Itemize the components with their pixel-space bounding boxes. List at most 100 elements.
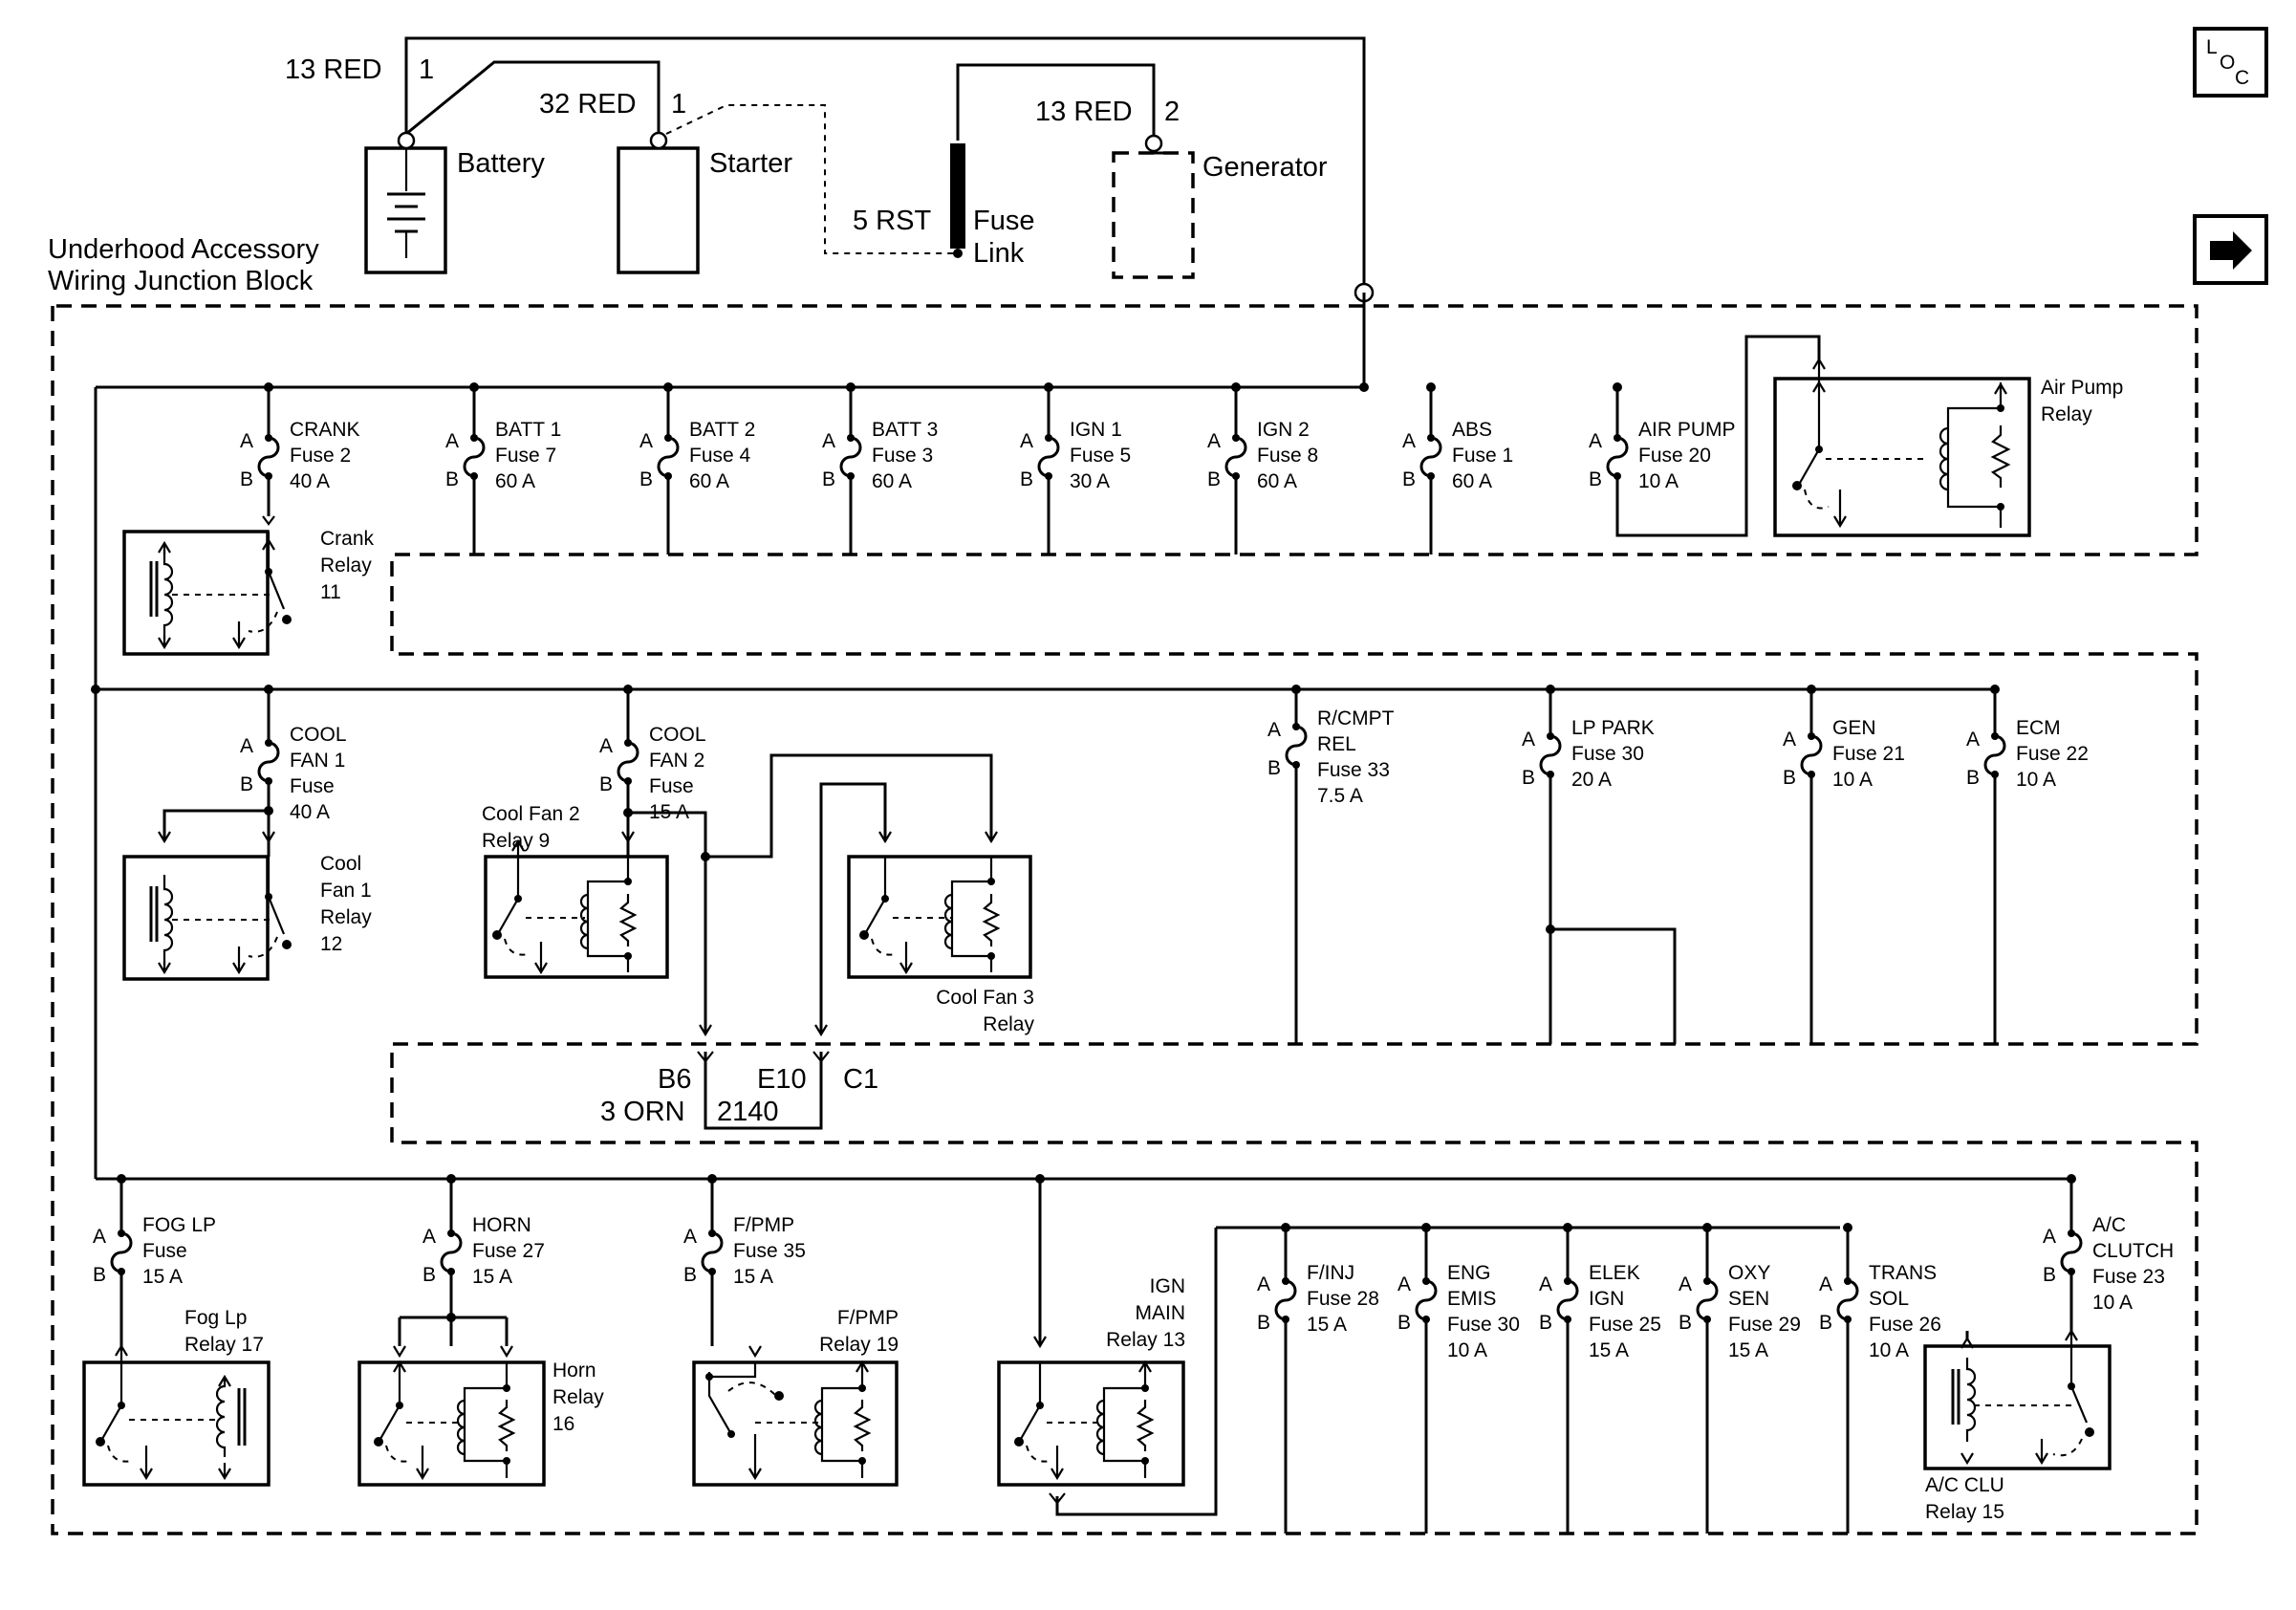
fuse-name-label: FAN 2	[649, 750, 704, 772]
fuse-rating-label: 10 A	[2016, 769, 2056, 791]
relay-label-fog_lp: Fog Lp	[184, 1307, 247, 1329]
connector-c1: B6 E10 C1 3 ORN 2140	[600, 1051, 878, 1130]
fuse-link-label-1: Fuse	[973, 206, 1034, 236]
fuse-number-label: Fuse 20	[1638, 445, 1711, 467]
fuse-pin-b-label: B	[1402, 468, 1416, 490]
fuse-number-label: Fuse 7	[495, 445, 556, 467]
fuse-name-label: COOL	[649, 724, 706, 746]
fuse-name-label: COOL	[290, 724, 347, 746]
fuse-name-label: R/CMPT	[1317, 707, 1395, 729]
fuse-link-body	[950, 143, 965, 249]
fuse-number-label: Fuse 30	[1447, 1314, 1520, 1336]
fuse-rating-label: 60 A	[495, 470, 535, 492]
fuse-pin-a-label: A	[599, 735, 613, 757]
fuse-pin-a-label: A	[1397, 1273, 1411, 1295]
fuse-number-label: Fuse 33	[1317, 759, 1390, 781]
fuse-name-label: IGN 1	[1070, 419, 1122, 441]
fuse-pin-b-label: B	[240, 773, 253, 795]
relay-label-cool_fan3: Cool Fan 3	[936, 987, 1034, 1009]
battery-feed-wire	[404, 36, 1366, 291]
fuse-number-label: Fuse 26	[1869, 1314, 1941, 1336]
fuse-pin-a-label: A	[1783, 729, 1796, 751]
fuse-name-label: SOL	[1869, 1288, 1909, 1310]
fuse-name-label: LP PARK	[1571, 717, 1655, 739]
horn-relay	[357, 1345, 546, 1487]
fuse-name-label: OXY	[1728, 1262, 1770, 1284]
fuse-pin-a-label: A	[240, 735, 253, 757]
loc-icon[interactable]: L O C	[2193, 27, 2268, 98]
fuse-rating-label: 40 A	[290, 801, 330, 823]
cool-fan1-relay	[122, 831, 292, 981]
fuse-pin-b-label: B	[683, 1264, 697, 1286]
fuse-pin-a-label: A	[1589, 430, 1602, 452]
starter-pin-label: 1	[671, 89, 686, 120]
fuse-name-label: F/PMP	[733, 1214, 794, 1236]
fuse-name-label: ABS	[1452, 419, 1492, 441]
fuse-rating-label: 40 A	[290, 470, 330, 492]
relay-label-cool_fan2: Cool Fan 2	[482, 803, 580, 825]
fuse-rating-label: 60 A	[1452, 470, 1492, 492]
row3-wiring	[398, 1174, 1218, 1516]
fuse-pin-a-label: A	[240, 430, 253, 452]
relay-label-air_pump: Air Pump	[2041, 377, 2123, 399]
fuse-name-label: HORN	[472, 1214, 531, 1236]
fpmp-relay	[692, 1345, 899, 1487]
fuse-pin-b-label: B	[1522, 767, 1535, 789]
next-page-arrow-icon[interactable]	[2193, 214, 2268, 285]
generator-box	[1112, 151, 1195, 279]
starter-terminal	[649, 131, 668, 150]
fuse-pin-b-label: B	[1589, 468, 1602, 490]
starter-label: Starter	[709, 148, 792, 179]
battery-wire-label: 13 RED	[285, 54, 382, 85]
fuse-number-label: Fuse 3	[872, 445, 933, 467]
fuse-rating-label: 15 A	[1589, 1339, 1629, 1361]
fuse-link-dashed-wire	[665, 104, 958, 254]
fuse-rating-label: 60 A	[872, 470, 912, 492]
fuse-pin-a-label: A	[93, 1226, 106, 1248]
fuse-name-label: TRANS	[1869, 1262, 1937, 1284]
fuse-rating-label: 15 A	[142, 1266, 183, 1288]
starter-box	[617, 146, 700, 274]
fuse-number-label: Fuse 23	[2092, 1266, 2165, 1288]
relay-label-cool_fan1: 12	[320, 933, 342, 955]
air-pump-relay	[1773, 357, 2031, 537]
fuse-pin-b-label: B	[1966, 767, 1980, 789]
generator-wire-label: 13 RED	[1035, 97, 1133, 127]
fuse-name-label: CRANK	[290, 419, 360, 441]
generator-label: Generator	[1202, 152, 1328, 183]
relay-label-ign_main: Relay 13	[1106, 1329, 1185, 1351]
starter-wire-label: 32 RED	[539, 89, 637, 120]
row2-wiring	[158, 753, 1677, 1044]
fuse-name-label: ECM	[2016, 717, 2061, 739]
fuse-rating-label: 7.5 A	[1317, 785, 1363, 807]
fuse-name-label: F/INJ	[1307, 1262, 1354, 1284]
fuse-pin-a-label: A	[1819, 1273, 1832, 1295]
fuse-pin-a-label: A	[639, 430, 653, 452]
fuse-number-label: Fuse 27	[472, 1240, 545, 1262]
fuse-rating-label: 15 A	[1728, 1339, 1768, 1361]
fuse-pin-a-label: A	[822, 430, 835, 452]
crank-relay	[122, 504, 292, 656]
relay-label-horn: 16	[552, 1413, 574, 1435]
svg-text:C: C	[2235, 67, 2249, 89]
junction-block-outline	[51, 304, 2199, 1535]
fuse-rating-label: 10 A	[1638, 470, 1679, 492]
connector-wire-label: 3 ORN	[600, 1097, 685, 1127]
fuse-pin-a-label: A	[2043, 1226, 2056, 1248]
fuse-pin-a-label: A	[1522, 729, 1535, 751]
relay-label-ac_clu: A/C CLU	[1925, 1474, 2004, 1496]
